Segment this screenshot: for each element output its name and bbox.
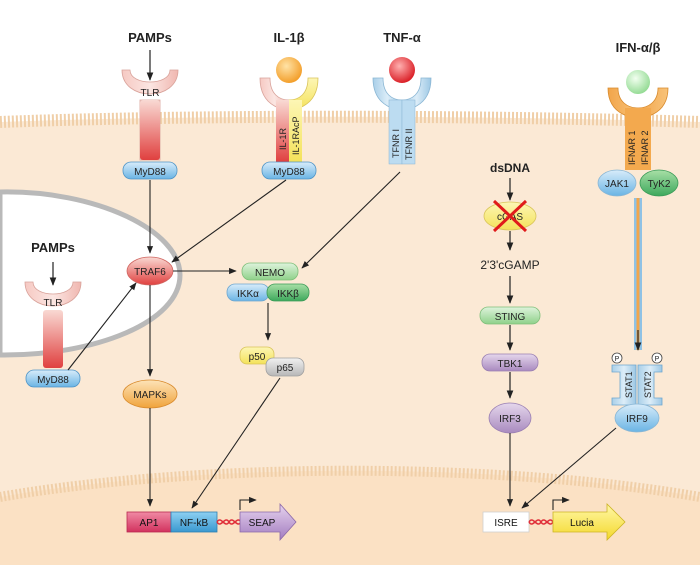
tlr-label: TLR <box>141 88 160 99</box>
phospho-2-label: P <box>655 356 660 363</box>
lucia-label: Lucia <box>570 518 594 529</box>
plasma-membrane <box>0 110 700 128</box>
ikka-label: IKKα <box>237 289 259 300</box>
nucleus <box>0 470 700 565</box>
endo-myd88-to-traf6-arrow <box>67 282 137 371</box>
tnfa-label: TNF-α <box>383 30 421 45</box>
ifn-ligand <box>626 70 650 94</box>
tfnr1-label: TFNR I <box>391 129 401 158</box>
myd88-il1-label: MyD88 <box>273 167 305 178</box>
myd88-il1-node <box>261 161 317 180</box>
cgamp-label: 2'3'cGAMP <box>480 258 539 272</box>
seap-label: SEAP <box>249 518 276 529</box>
pamps-label: PAMPs <box>128 30 172 45</box>
phospho-1 <box>611 352 623 364</box>
lucia-promoter-arrow <box>552 496 570 510</box>
tlr-stalk <box>140 100 160 160</box>
il1racp-stalk <box>289 100 302 162</box>
endo-tlr-label: TLR <box>44 298 63 309</box>
tfnr2-label: TFNR II <box>404 129 414 161</box>
irf9-to-isre-arrow <box>521 427 617 509</box>
dna-helix-2b <box>528 519 554 525</box>
il1r-stalk <box>276 100 289 162</box>
stat1-shape <box>611 364 637 406</box>
tlr-endosome: PAMPs TLR MyD88 <box>24 240 82 388</box>
endo-myd88-label: MyD88 <box>37 375 69 386</box>
jak1-label: JAK1 <box>605 179 629 190</box>
ifnar1-stalk <box>625 108 638 170</box>
nemo-label: NEMO <box>255 268 285 279</box>
il1-pathway: IL-1β IL-1R IL-1RAcP MyD88 <box>259 30 319 180</box>
tnfa-ligand <box>389 57 415 83</box>
ifn-label: IFN-α/β <box>616 40 661 55</box>
il1r-label: IL-1R <box>278 127 288 150</box>
nfkb-cascade: TRAF6 NEMO IKKα IKKβ p50 p65 MAPKs <box>122 256 310 409</box>
endo-tlr-stalk <box>43 310 63 368</box>
tlr-surface: PAMPs TLR MyD88 <box>121 30 179 180</box>
il1b-ligand <box>276 57 302 83</box>
il1b-label: IL-1β <box>273 30 304 45</box>
tbk1-node <box>481 353 539 372</box>
seap-gene <box>239 502 297 542</box>
dsdna-label: dsDNA <box>490 161 530 175</box>
endo-pamps-label: PAMPs <box>31 240 75 255</box>
ikkb-label: IKKβ <box>277 289 299 300</box>
stat2-label: STAT2 <box>643 371 653 398</box>
tnfr-to-nemo-arrow <box>301 171 401 269</box>
tnf-pathway: TNF-α TFNR I TFNR II <box>372 30 432 165</box>
p50-label: p50 <box>249 352 266 363</box>
myd88-label: MyD88 <box>134 167 166 178</box>
p65-node <box>265 357 305 377</box>
ifnar2-stalk <box>638 108 651 170</box>
ifnar2-label: IFNAR 2 <box>640 130 650 165</box>
cgas-knockout-x2 <box>492 199 528 233</box>
isre-label: ISRE <box>494 518 518 529</box>
tyk2-node <box>639 169 679 197</box>
endo-tlr-receptor <box>24 281 82 307</box>
traf6-label: TRAF6 <box>134 267 166 278</box>
phospho-2 <box>651 352 663 364</box>
signal-arrows <box>67 171 617 509</box>
tfnr2-stalk <box>401 99 416 165</box>
ifnar1-label: IFNAR 1 <box>627 130 637 165</box>
ap1-label: AP1 <box>140 518 159 529</box>
mapks-label: MAPKs <box>133 390 166 401</box>
ifn-pathway: IFN-α/β IFNAR 1 IFNAR 2 JAK1 TyK2 <box>597 40 679 351</box>
tbk1-label: TBK1 <box>497 359 522 370</box>
cgas-sting-pathway: dsDNA cGAS 2'3'cGAMP STING TBK1 IRF3 <box>479 161 541 434</box>
seap-promoter-arrow <box>239 496 257 510</box>
p65-to-nfkb-arrow <box>191 377 281 509</box>
stat1-label: STAT1 <box>624 371 634 398</box>
endo-myd88-node <box>25 369 81 388</box>
p65-label: p65 <box>277 363 294 374</box>
lucia-gene <box>552 503 626 541</box>
irf9-label: IRF9 <box>626 414 648 425</box>
sting-label: STING <box>495 312 526 323</box>
stat2-shape <box>637 364 663 406</box>
il1racp-label: IL-1RAcP <box>291 116 301 155</box>
ikkb-node <box>266 283 310 302</box>
stat-complex: P P STAT1 STAT2 IRF9 <box>611 352 663 433</box>
dna-helix-1b <box>216 519 242 525</box>
phospho-1-label: P <box>615 356 620 363</box>
jak1-node <box>597 169 637 197</box>
nemo-node <box>241 262 299 281</box>
sting-node <box>479 306 541 325</box>
nfkb-label: NF-kB <box>180 518 209 529</box>
irf9-node <box>614 403 660 433</box>
myd88-node <box>122 161 178 180</box>
p50-node <box>239 346 275 365</box>
reporter-nfkb-ap1: AP1 NF-kB SEAP <box>126 496 297 542</box>
reporter-isre: ISRE Lucia <box>482 496 626 541</box>
irf3-label: IRF3 <box>499 414 521 425</box>
il1-myd88-to-traf6-arrow <box>171 179 287 263</box>
tyk2-label: TyK2 <box>648 179 671 190</box>
